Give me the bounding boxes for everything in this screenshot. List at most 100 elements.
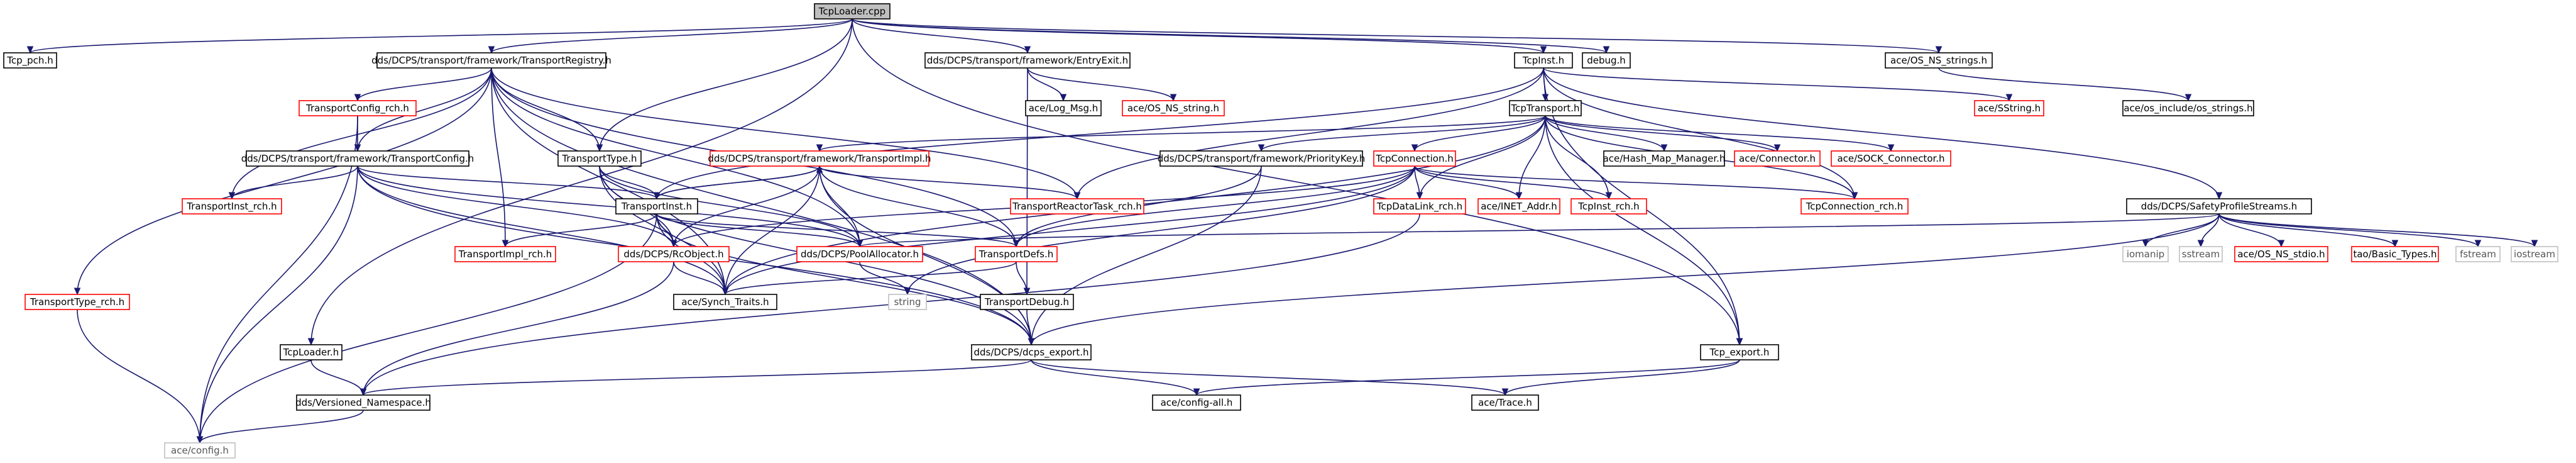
edge-timpl-to-reactortask [819,165,1081,200]
node-tcpinst_rch[interactable]: TcpInst_rch.h [1570,198,1647,215]
edge-tcpconn-to-inetaddr [1414,165,1523,200]
node-label: string [894,296,921,308]
edge-tcp_export-to-config_all [1193,359,1740,396]
node-dcps_export[interactable]: dds/DCPS/dcps_export.h [971,344,1092,360]
node-label: TcpDataLink_rch.h [1376,201,1462,213]
edge-treg-to-ttype [491,67,603,152]
node-label: TcpInst.h [1522,55,1564,66]
node-label: dds/DCPS/dcps_export.h [973,347,1088,359]
node-label: TransportInst_rch.h [186,201,277,213]
node-label: ace/Log_Msg.h [1029,103,1099,114]
node-tconfig_rch[interactable]: TransportConfig_rch.h [299,100,417,116]
edge-tcptransport-to-timpl [816,115,1546,152]
node-timpl_rch[interactable]: TransportImpl_rch.h [454,246,556,262]
edge-tdefs-to-tdebug [1016,261,1031,296]
node-tcpinst[interactable]: TcpInst.h [1514,52,1573,69]
node-tinst_rch[interactable]: TransportInst_rch.h [182,198,282,215]
node-label: ace/Hash_Map_Manager.h [1603,153,1726,165]
node-label: ace/INET_Addr.h [1481,201,1557,213]
node-sstring[interactable]: ace/SString.h [1974,100,2044,116]
node-label: TcpLoader.h [283,347,339,358]
node-label: TransportReactorTask_rch.h [1012,201,1142,213]
node-basic_types[interactable]: tao/Basic_Types.h [2351,246,2439,262]
node-log_msg[interactable]: ace/Log_Msg.h [1025,100,1102,116]
edge-root-to-os_ns_strings [852,18,1943,54]
node-os_ns_stdio[interactable]: ace/OS_NS_stdio.h [2234,246,2328,262]
node-root[interactable]: TcpLoader.cpp [814,3,891,20]
edge-tinst-to-timpl_rch [501,213,657,248]
node-timpl[interactable]: dds/DCPS/transport/framework/TransportIm… [708,150,931,167]
node-versioned[interactable]: dds/Versioned_Namespace.h [295,394,431,411]
node-reactortask[interactable]: TransportReactorTask_rch.h [1010,198,1144,215]
node-config[interactable]: ace/config.h [164,442,236,459]
node-label: dds/DCPS/PoolAllocator.h [801,248,919,260]
node-tcploader_h[interactable]: TcpLoader.h [280,344,343,360]
node-tcp_export[interactable]: Tcp_export.h [1700,344,1779,360]
node-safety[interactable]: dds/DCPS/SafetyProfileStreams.h [2126,198,2312,215]
edge-safety-to-iostream [2218,213,2538,248]
edge-tcptransport-to-hashmap [1545,115,1668,152]
node-trace[interactable]: ace/Trace.h [1471,394,1539,411]
node-label: Tcp_export.h [1709,347,1770,359]
edge-tconfig-to-synch [357,165,729,296]
node-label: ace/OS_NS_stdio.h [2237,248,2325,260]
edge-tcpinst-to-sstring [1543,67,2013,102]
node-iomanip[interactable]: iomanip [2122,246,2169,262]
node-os_include_strings[interactable]: ace/os_include/os_strings.h [2122,100,2254,116]
edge-rcobject-to-versioned [359,261,674,396]
node-poolalloc[interactable]: dds/DCPS/PoolAllocator.h [796,246,923,262]
node-tcpconn[interactable]: TcpConnection.h [1373,150,1456,167]
node-tcpdatalink[interactable]: TcpDataLink_rch.h [1373,198,1466,215]
edge-treg-to-tconfig_rch [354,67,492,102]
node-inetaddr[interactable]: ace/INET_Addr.h [1477,198,1560,215]
node-os_ns_strings[interactable]: ace/OS_NS_strings.h [1885,52,1993,69]
node-treg[interactable]: dds/DCPS/transport/framework/TransportRe… [371,52,611,69]
node-fstream[interactable]: fstream [2455,246,2501,262]
edge-os_ns_strings-to-os_include_strings [1938,67,2192,102]
node-config_all[interactable]: ace/config-all.h [1152,394,1241,411]
edge-root-to-ttype [596,18,853,152]
node-label: iostream [2514,248,2555,260]
edge-ttype-to-tinst [599,165,660,200]
node-entryexit[interactable]: dds/DCPS/transport/framework/EntryExit.h [924,52,1131,69]
node-hashmap[interactable]: ace/Hash_Map_Manager.h [1603,150,1726,167]
node-label: ace/config.h [171,445,229,456]
edge-tcptransport-to-tcp_export [1545,115,1743,346]
node-connector[interactable]: ace/Connector.h [1734,150,1821,167]
edge-tdefs-to-synch [721,261,1017,296]
node-string[interactable]: string [888,294,927,310]
node-tdefs[interactable]: TransportDefs.h [975,246,1058,262]
node-label: ace/OS_NS_string.h [1127,103,1219,114]
node-ttype_rch[interactable]: TransportType_rch.h [25,294,130,310]
edge-tcpconn-to-tcpdatalink [1414,165,1423,200]
edge-tcpinst-to-safety [1543,67,2223,200]
node-tinst[interactable]: TransportInst.h [615,198,698,215]
node-label: TransportType_rch.h [30,296,124,308]
node-tdebug[interactable]: TransportDebug.h [980,294,1074,310]
edge-tcpconn-to-tcpinst_rch [1414,165,1613,200]
node-tcptransport[interactable]: TcpTransport.h [1509,100,1582,116]
edge-tcpinst-to-tcpconn_rch [1543,67,1858,200]
node-iostream[interactable]: iostream [2511,246,2558,262]
node-tconfig[interactable]: dds/DCPS/transport/framework/TransportCo… [241,150,474,167]
node-sstream[interactable]: sstream [2179,246,2223,262]
node-label: dds/DCPS/RcObject.h [623,248,723,260]
node-tcpconn_rch[interactable]: TcpConnection_rch.h [1800,198,1909,215]
node-label: sstream [2182,248,2220,260]
node-prio[interactable]: dds/DCPS/transport/framework/PriorityKey… [1158,150,1365,167]
node-debug[interactable]: debug.h [1582,52,1631,69]
node-synch[interactable]: ace/Synch_Traits.h [673,294,777,310]
edge-tcpconn-to-string [904,165,1415,296]
node-os_ns_string[interactable]: ace/OS_NS_string.h [1122,100,1225,116]
node-label: TransportDebug.h [984,296,1069,308]
node-label: Tcp_pch.h [6,55,53,67]
node-label: dds/DCPS/SafetyProfileStreams.h [2141,201,2298,212]
edge-root-to-tcploader_h [307,18,853,346]
node-sockconn[interactable]: ace/SOCK_Connector.h [1831,150,1951,167]
edge-tcp_export-to-trace [1501,359,1740,396]
node-ttype[interactable]: TransportType.h [557,150,642,167]
node-rcobject[interactable]: dds/DCPS/RcObject.h [618,246,730,262]
node-label: iomanip [2127,248,2164,260]
node-tcp_pch[interactable]: Tcp_pch.h [3,52,57,69]
